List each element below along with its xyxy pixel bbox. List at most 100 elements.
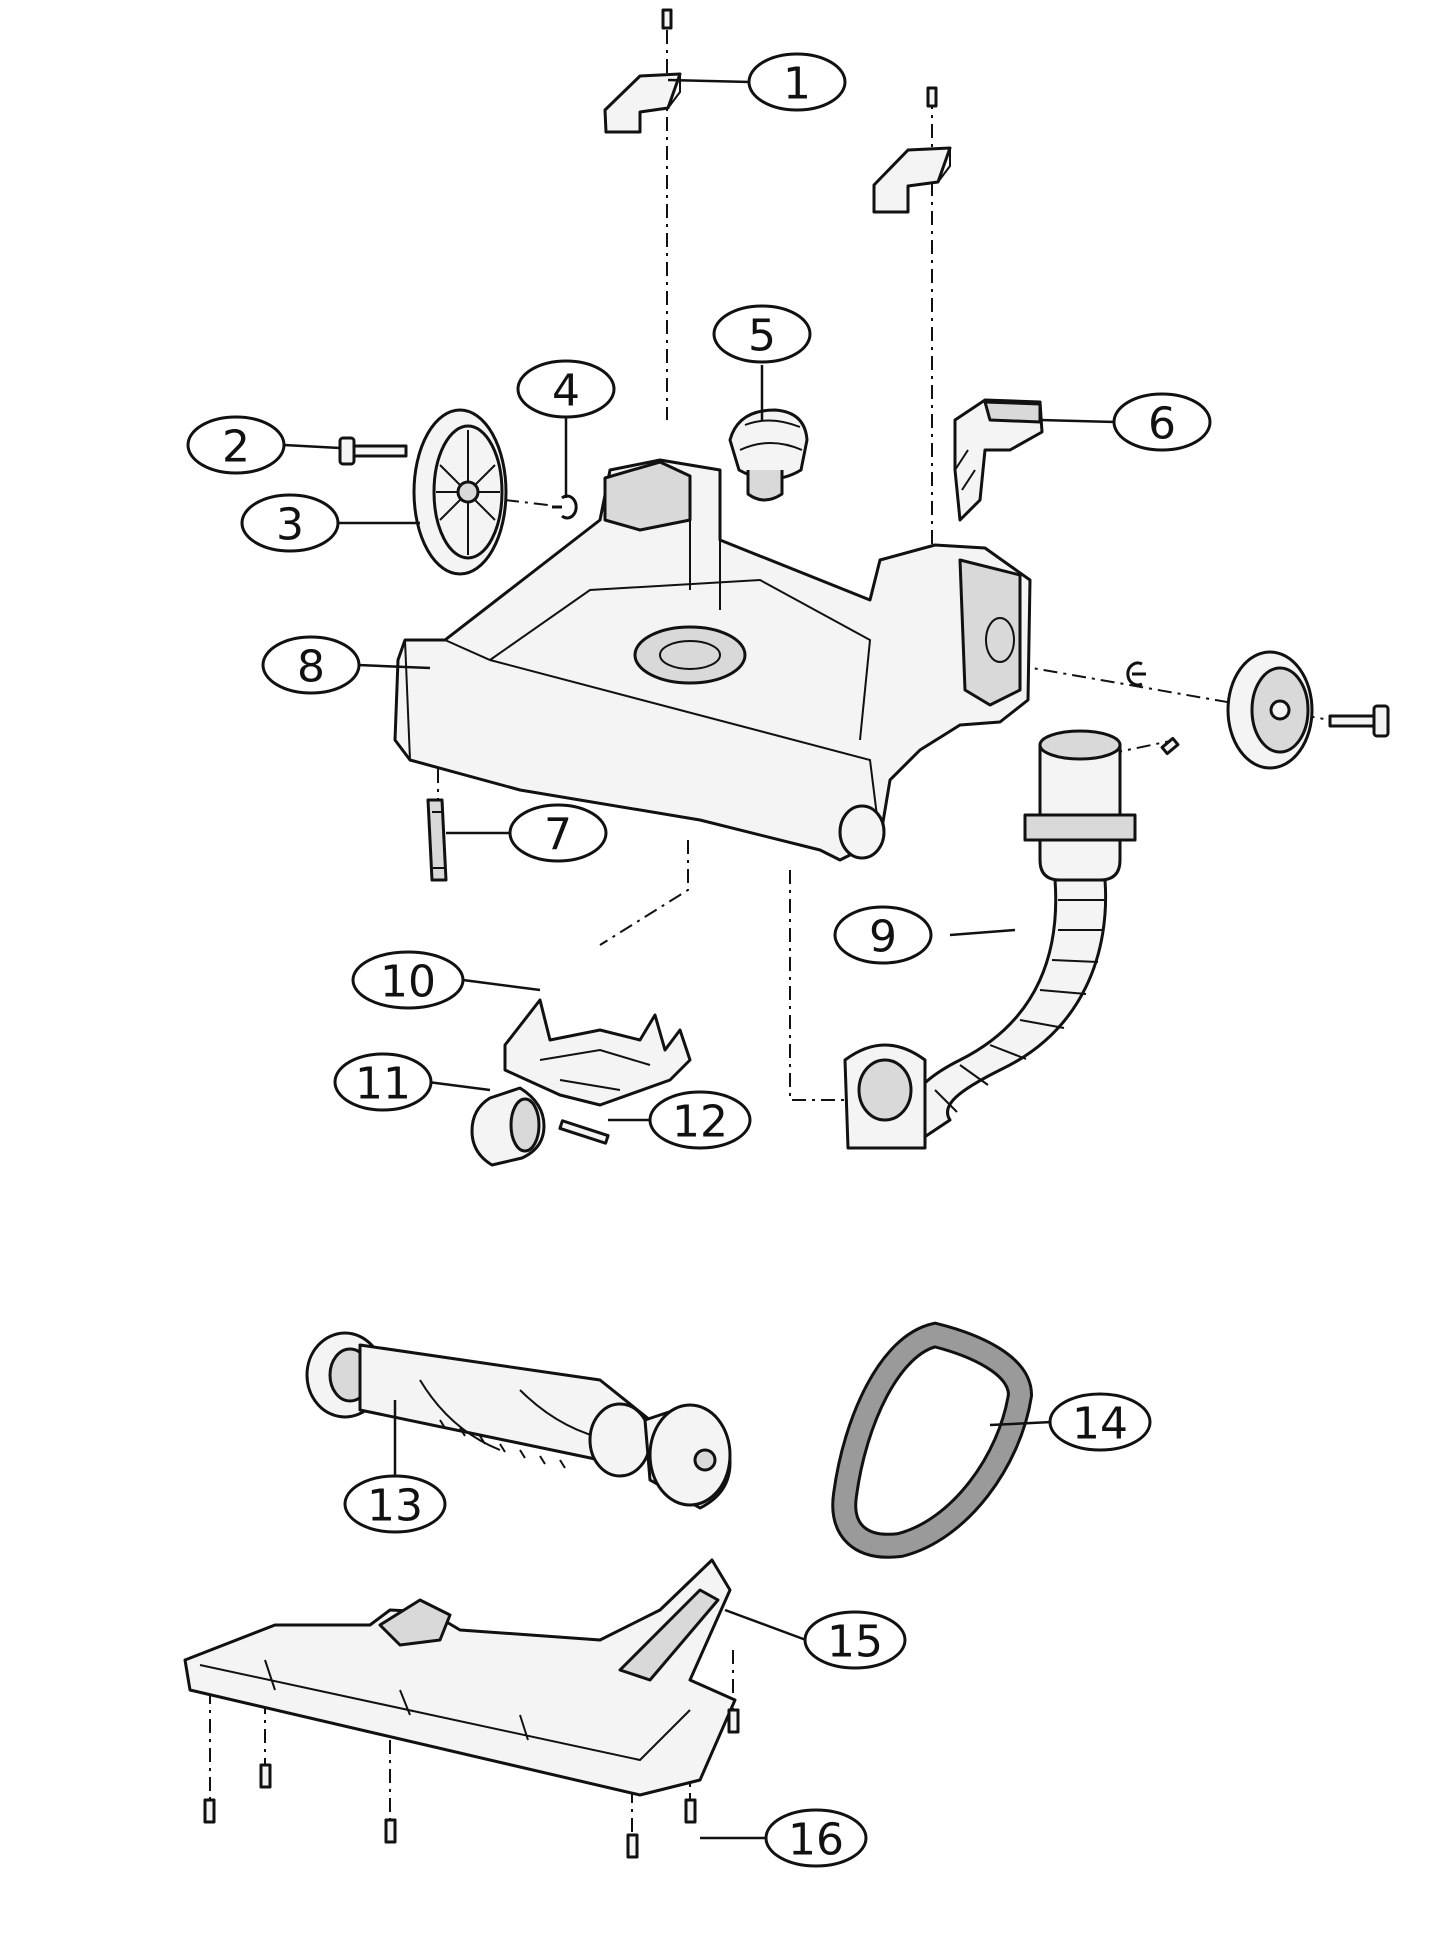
callout-label: 16 (788, 1815, 844, 1866)
hose-screw (1160, 736, 1180, 756)
callout-oval (351, 950, 465, 1010)
e-clip-right (1126, 661, 1146, 687)
wheel-left-center (456, 480, 480, 504)
plate-screw-1 (203, 1798, 216, 1824)
callout-label: 2 (222, 422, 250, 473)
callout-12: 12 (648, 1090, 752, 1150)
callout-label: 15 (827, 1617, 883, 1668)
brushroll-right-cap (648, 1403, 732, 1507)
pedal-top (983, 400, 1042, 424)
callout-oval (343, 1474, 447, 1534)
callout-oval (833, 905, 933, 965)
plate-screw-5 (684, 1798, 697, 1824)
callout-oval (648, 1090, 752, 1150)
bottom-plate-ribs (199, 1659, 691, 1762)
callout-label: 12 (672, 1097, 728, 1148)
part-handle-cap-right (872, 86, 952, 214)
caster-bracket-detail (539, 1048, 651, 1091)
dash-line-hose-screw (1079, 739, 1176, 761)
base-fan-opening (633, 625, 747, 685)
base-neck (689, 520, 721, 610)
callout-oval (1048, 1392, 1152, 1452)
wheel-right-center (1269, 699, 1291, 721)
part-wheel-right (1226, 650, 1314, 770)
screw-top-left (661, 8, 673, 30)
leader-8 (357, 663, 431, 670)
handle-cap-right-edge (907, 148, 951, 187)
axle-screw-left-head (338, 436, 356, 466)
callout-4: 4 (516, 359, 616, 419)
hose-cuff-collar (1023, 813, 1137, 842)
callout-oval (747, 52, 847, 112)
part-belt (831, 1321, 1034, 1559)
plate-screw-6 (727, 1708, 740, 1734)
assembly-lines (209, 30, 1331, 1835)
brushroll-bristles (439, 1419, 566, 1469)
knob-ridges (739, 419, 803, 451)
plate-screw-2 (259, 1763, 272, 1789)
callout-oval (1112, 392, 1212, 452)
axle-screw-left-shaft (352, 444, 408, 458)
callout-label: 1 (783, 59, 811, 110)
hose-ribs (934, 899, 1104, 1113)
bumper-strip-shape (426, 798, 448, 882)
dash-line-caster (599, 840, 689, 946)
callout-label: 8 (297, 642, 325, 693)
bottom-plate-belt-guard (618, 1588, 720, 1682)
part-e-clip-left (552, 494, 578, 520)
part-bottom-plate (183, 1558, 737, 1797)
callout-label: 3 (276, 500, 304, 551)
axle-screw-right-shaft (1328, 714, 1376, 728)
callout-label: 7 (544, 810, 572, 861)
callout-11: 11 (333, 1052, 433, 1112)
hose-end-opening (857, 1058, 913, 1122)
base-front-edge (404, 639, 881, 841)
axle-screw-right (1328, 704, 1390, 738)
base-rear-foot (838, 804, 886, 860)
callout-label: 11 (355, 1059, 411, 1110)
leader-1 (667, 78, 751, 84)
part-base-housing (393, 458, 1032, 862)
knob-stem (746, 470, 784, 502)
callout-16: 16 (764, 1808, 868, 1868)
base-right-axle-hole (985, 617, 1015, 663)
callout-label: 9 (869, 912, 897, 963)
callout-label: 14 (1072, 1399, 1128, 1450)
callout-label: 10 (380, 957, 436, 1008)
belt-band (834, 1324, 1031, 1556)
callout-oval (712, 304, 812, 364)
dash-line-left-wheel (504, 499, 549, 506)
callout-oval (333, 1052, 433, 1112)
bottom-plate-outline (183, 1558, 737, 1797)
part-caster-bracket (503, 998, 692, 1107)
part-caster-wheel (470, 1086, 546, 1167)
screw-top-right (926, 86, 938, 108)
callout-label: 6 (1148, 399, 1176, 450)
leader-2 (283, 443, 341, 450)
part-hose (843, 729, 1180, 1150)
callout-oval (261, 635, 361, 695)
pedal-detail (954, 449, 976, 491)
callout-label: 13 (367, 1481, 423, 1532)
part-handle-cap-left (603, 8, 682, 134)
leader-10 (462, 978, 541, 992)
leader-6 (1039, 418, 1116, 424)
callout-10: 10 (351, 950, 465, 1010)
bottom-plate-latch (378, 1598, 452, 1647)
plate-screw-3 (384, 1818, 397, 1844)
callout-15: 15 (803, 1610, 907, 1670)
part-release-pedal (953, 398, 1044, 522)
base-fan-inner (659, 640, 721, 670)
handle-cap-left-shape (603, 72, 682, 134)
callout-oval (508, 803, 608, 863)
callout-8: 8 (261, 635, 361, 695)
callout-label: 5 (748, 311, 776, 362)
callout-9: 9 (833, 905, 933, 965)
callout-label: 4 (552, 366, 580, 417)
callout-6: 6 (1112, 392, 1212, 452)
leader-15 (724, 1608, 807, 1642)
axle-screw-right-head (1372, 704, 1390, 738)
base-right-pivot (958, 558, 1022, 707)
part-axle-screw-left (338, 436, 408, 466)
leader-lines (283, 78, 1116, 1840)
